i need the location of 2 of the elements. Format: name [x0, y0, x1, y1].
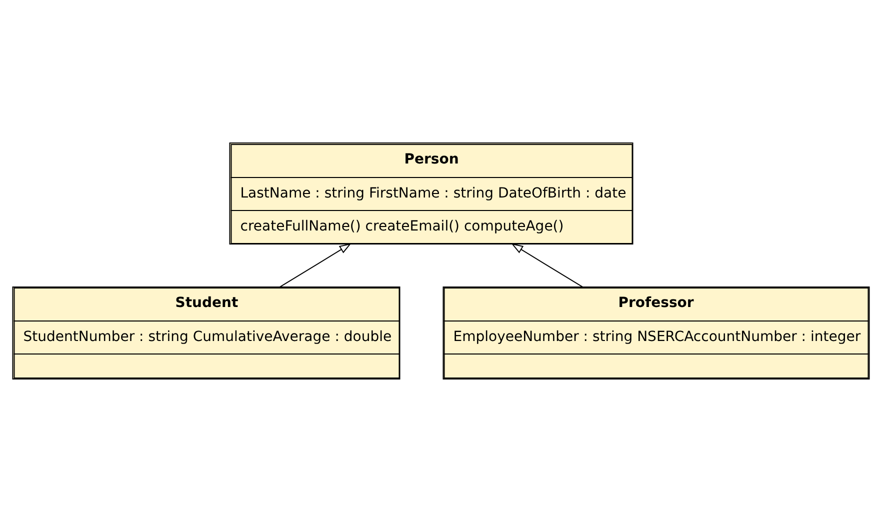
arrow	[279, 242, 352, 287]
arrow	[511, 242, 584, 287]
